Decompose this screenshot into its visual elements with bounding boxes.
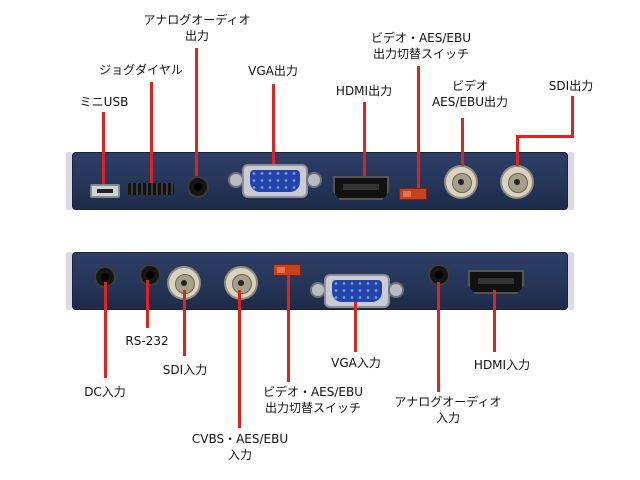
leader-analog-out [195,48,198,176]
label-mini-usb: ミニUSB [79,95,129,109]
label-hdmi-out: HDMI出力 [335,84,393,98]
leader-vga-in [354,302,357,352]
label-hdmi-in: HDMI入力 [473,358,531,372]
label-analog-in-2: 入力 [435,411,461,425]
leader-analog-in [437,282,440,392]
leader-hdmi-out [363,102,366,176]
label-switch-bottom-2: 出力切替スイッチ [264,401,362,415]
leader-sdi-out-h [516,135,574,138]
label-switch-top-1: ビデオ・AES/EBU [370,31,472,45]
sdi-out-bnc [500,165,534,199]
leader-switch-top [417,66,420,188]
output-select-switch-top [399,188,427,200]
leader-hdmi-in [493,290,496,352]
label-analog-in-1: アナログオーディオ [394,395,502,409]
label-sdi-out: SDI出力 [548,79,594,93]
rs232-jack [139,264,161,286]
label-video-aes-out-2: AES/EBU出力 [431,95,509,109]
cvbs-aes-in-bnc [224,266,258,300]
leader-video-aes-out [461,118,464,166]
label-analog-out-2: 出力 [184,29,210,43]
leader-jog-dial [150,82,153,183]
vga-out-port [228,162,322,198]
label-cvbs-in-2: 入力 [227,448,253,462]
hdmi-in-port [468,270,524,294]
leader-cvbs-in [238,290,241,428]
label-jog-dial: ジョグダイヤル [99,63,183,77]
label-switch-top-2: 出力切替スイッチ [372,47,470,61]
label-vga-out: VGA出力 [248,64,298,78]
leader-switch-bottom [287,274,290,382]
mini-usb-port [90,184,120,198]
label-dc-in: DC入力 [84,385,126,399]
leader-sdi-out-v1 [571,96,574,138]
leader-sdi-out-v2 [516,135,519,166]
video-aes-out-bnc [444,165,478,199]
label-rs232: RS-232 [125,334,169,348]
label-video-aes-out-1: ビデオ [451,79,489,93]
vga-in-port [310,272,404,308]
label-sdi-in: SDI入力 [162,363,208,377]
leader-rs232 [146,280,149,328]
leader-dc-in [104,282,107,378]
hdmi-out-port [333,176,389,200]
label-cvbs-in-1: CVBS・AES/EBU [191,432,289,446]
leader-mini-usb [102,112,105,184]
leader-vga-out [272,84,275,164]
label-switch-bottom-1: ビデオ・AES/EBU [262,385,364,399]
label-vga-in: VGA入力 [331,356,381,370]
jog-dial [128,183,174,195]
leader-sdi-in [183,290,186,356]
analog-audio-out-jack [187,176,209,198]
label-analog-out-1: アナログオーディオ [143,13,251,27]
